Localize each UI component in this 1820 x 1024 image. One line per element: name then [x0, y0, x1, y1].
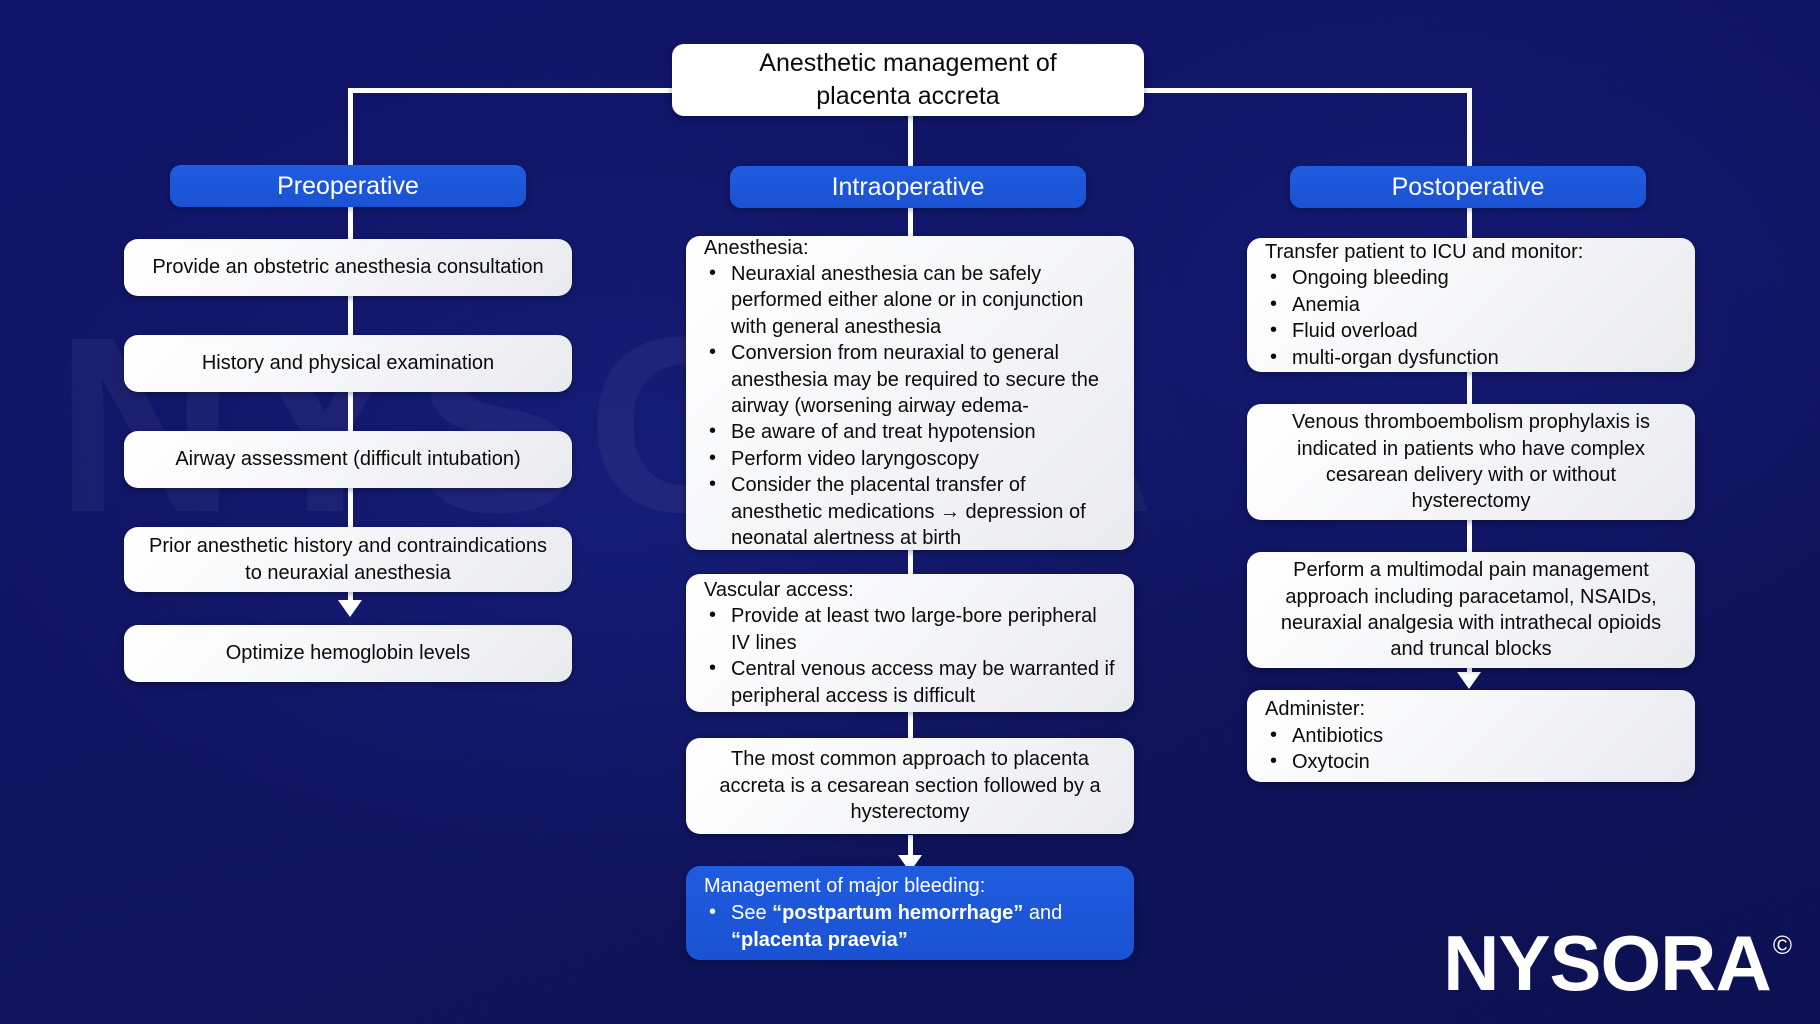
- node-preop-history-exam[interactable]: History and physical examination: [124, 335, 572, 392]
- node-preop-optimize-hemoglobin[interactable]: Optimize hemoglobin levels: [124, 625, 572, 682]
- link-postpartum-hemorrhage[interactable]: “postpartum hemorrhage”: [772, 901, 1024, 924]
- list-item: Central venous access may be warranted i…: [704, 655, 1118, 709]
- node-text: The most common approach to placenta acc…: [719, 748, 1101, 824]
- list-item: Perform video laryngoscopy: [704, 445, 1118, 472]
- column-header-intraoperative-label: Intraoperative: [831, 172, 985, 201]
- nysora-logo-wordmark: NYSORA: [1443, 919, 1772, 1008]
- node-postop-icu-monitor[interactable]: Transfer patient to ICU and monitor: Ong…: [1247, 238, 1695, 372]
- link-placenta-praevia[interactable]: “placenta praevia”: [731, 928, 908, 951]
- node-text: History and physical examination: [201, 352, 495, 375]
- node-postop-pain-management[interactable]: Perform a multimodal pain management app…: [1247, 552, 1695, 668]
- connector-postop-spine-1: [1467, 205, 1472, 240]
- connector-preop-arrow: [338, 600, 362, 617]
- diagram-title: Anesthetic management of placenta accret…: [672, 44, 1144, 116]
- node-lead: Administer:: [1265, 698, 1366, 721]
- node-bullet-list: Ongoing bleeding Anemia Fluid overload m…: [1265, 264, 1679, 371]
- column-header-intraoperative[interactable]: Intraoperative: [730, 166, 1086, 208]
- node-preop-prior-history[interactable]: Prior anesthetic history and contraindic…: [124, 527, 572, 592]
- connector-postop-spine-3: [1467, 520, 1472, 555]
- node-text: Prior anesthetic history and contraindic…: [149, 535, 547, 584]
- node-postop-vte-prophylaxis[interactable]: Venous thromboembolism prophylaxis is in…: [1247, 404, 1695, 520]
- list-item: Conversion from neuraxial to general ane…: [704, 339, 1118, 419]
- list-item: Neuraxial anesthesia can be safely perfo…: [704, 260, 1118, 340]
- title-line-1: Anesthetic management of: [759, 48, 1057, 77]
- connector-left-drop: [348, 88, 353, 172]
- node-bullet-list: Provide at least two large-bore peripher…: [704, 602, 1118, 709]
- node-bullet-list: Antibiotics Oxytocin: [1265, 722, 1679, 776]
- node-text: Provide an obstetric anesthesia consulta…: [152, 256, 544, 279]
- node-lead: Management of major bleeding:: [704, 874, 986, 897]
- copyright-icon: ©: [1772, 930, 1792, 961]
- title-line-2: placenta accreta: [816, 82, 1000, 110]
- connector-right-drop: [1467, 88, 1472, 172]
- connector-intra-spine-1: [908, 205, 913, 240]
- node-preop-airway-assessment[interactable]: Airway assessment (difficult intubation): [124, 431, 572, 488]
- list-item: Anemia: [1265, 291, 1679, 318]
- list-item: See “postpartum hemorrhage” and “placent…: [704, 899, 1116, 954]
- node-text: Venous thromboembolism prophylaxis is in…: [1292, 411, 1650, 513]
- list-item: Ongoing bleeding: [1265, 264, 1679, 291]
- node-text: Airway assessment (difficult intubation): [175, 448, 521, 471]
- list-item: Consider the placental transfer of anest…: [704, 471, 1118, 551]
- node-intra-anesthesia[interactable]: Anesthesia: Neuraxial anesthesia can be …: [686, 236, 1134, 550]
- connector-intra-spine-4: [908, 835, 913, 860]
- connector-preop-spine: [348, 205, 353, 605]
- list-item: Provide at least two large-bore peripher…: [704, 602, 1118, 656]
- node-bullet-list: Neuraxial anesthesia can be safely perfo…: [704, 260, 1118, 551]
- connector-intra-spine-2: [908, 550, 913, 582]
- node-intra-major-bleeding[interactable]: Management of major bleeding: See “postp…: [686, 866, 1134, 960]
- connector-postop-spine-2: [1467, 370, 1472, 405]
- node-postop-administer[interactable]: Administer: Antibiotics Oxytocin: [1247, 690, 1695, 782]
- node-text: Optimize hemoglobin levels: [225, 642, 471, 665]
- list-item: Fluid overload: [1265, 317, 1679, 344]
- connector-postop-arrow: [1457, 672, 1481, 689]
- connector-intra-spine-3: [908, 710, 913, 740]
- connector-root-stem: [908, 110, 913, 172]
- node-text: Perform a multimodal pain management app…: [1280, 559, 1662, 661]
- bleeding-and-text: and: [1023, 901, 1063, 924]
- column-header-postoperative-label: Postoperative: [1391, 172, 1545, 201]
- node-lead: Transfer patient to ICU and monitor:: [1265, 241, 1584, 264]
- node-intra-vascular-access[interactable]: Vascular access: Provide at least two la…: [686, 574, 1134, 712]
- node-preop-consultation[interactable]: Provide an obstetric anesthesia consulta…: [124, 239, 572, 296]
- node-lead: Vascular access:: [704, 579, 854, 602]
- bleeding-see-text: See: [731, 901, 773, 924]
- list-item: Oxytocin: [1265, 748, 1679, 775]
- list-item: multi-organ dysfunction: [1265, 344, 1679, 371]
- list-item: Antibiotics: [1265, 722, 1679, 749]
- column-header-preoperative-label: Preoperative: [277, 171, 419, 200]
- node-bullet-list: See “postpartum hemorrhage” and “placent…: [704, 899, 1116, 954]
- node-lead: Anesthesia:: [704, 236, 809, 259]
- list-item: Be aware of and treat hypotension: [704, 418, 1118, 445]
- column-header-postoperative[interactable]: Postoperative: [1290, 166, 1646, 208]
- node-intra-common-approach[interactable]: The most common approach to placenta acc…: [686, 738, 1134, 834]
- column-header-preoperative[interactable]: Preoperative: [170, 165, 526, 207]
- nysora-logo: NYSORA ©: [1443, 919, 1792, 1008]
